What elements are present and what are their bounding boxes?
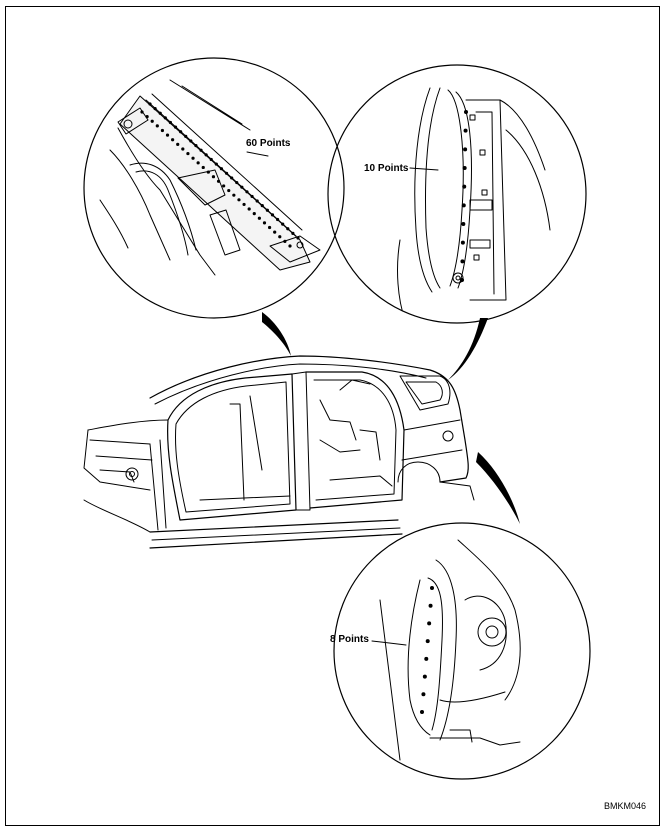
weld-point xyxy=(224,171,229,175)
weld-point xyxy=(227,188,231,193)
weld-point xyxy=(270,213,275,217)
weld-point xyxy=(255,199,259,203)
leader-wheel-arch xyxy=(371,640,407,646)
weld-point xyxy=(463,147,468,152)
weld-point xyxy=(150,119,154,123)
weld-point xyxy=(168,120,173,125)
weld-point xyxy=(171,138,175,142)
weld-point xyxy=(425,639,430,644)
weld-point xyxy=(262,221,267,225)
weld-point xyxy=(206,170,210,174)
weld-point xyxy=(165,133,170,137)
weld-point xyxy=(252,212,256,216)
weld-point xyxy=(179,130,183,134)
weld-point xyxy=(462,184,467,189)
weld-point xyxy=(219,167,224,171)
weld-point xyxy=(464,110,468,114)
weld-point xyxy=(278,235,282,239)
weld-point xyxy=(460,259,465,264)
weld-point xyxy=(209,157,213,162)
weld-point xyxy=(237,198,241,202)
detail-circle-roof xyxy=(83,57,345,319)
weld-point xyxy=(145,115,149,119)
weld-point xyxy=(163,116,167,120)
weld-point xyxy=(204,153,208,157)
weld-point xyxy=(235,180,239,185)
weld-point xyxy=(158,111,162,115)
weld-point xyxy=(160,128,165,133)
weld-point xyxy=(196,161,200,165)
weld-point xyxy=(427,621,432,626)
figure-code: BMKM046 xyxy=(604,801,647,811)
figure-frame xyxy=(5,6,660,826)
weld-point xyxy=(186,151,190,156)
weld-point xyxy=(247,207,251,211)
weld-point xyxy=(194,143,198,148)
weld-point xyxy=(211,175,216,179)
weld-point xyxy=(286,227,290,231)
weld-point xyxy=(148,102,152,106)
weld-point xyxy=(230,176,234,180)
leader-rear-pillar xyxy=(409,167,439,171)
pointer-roof xyxy=(262,312,291,356)
weld-point xyxy=(281,222,285,226)
weld-point xyxy=(240,185,244,189)
weld-point xyxy=(257,216,261,220)
weld-point xyxy=(250,194,254,199)
weld-point xyxy=(153,107,157,111)
weld-point xyxy=(461,203,466,208)
weld-point xyxy=(275,217,280,222)
pointer-wheel-arch xyxy=(476,452,520,524)
detail-circle-rear-pillar xyxy=(327,64,587,324)
weld-point xyxy=(424,656,429,661)
weld-point xyxy=(173,125,178,129)
detail-circle-wheel-arch xyxy=(333,522,591,780)
weld-point xyxy=(260,204,264,208)
callout-rear-pillar-points: 10 Points xyxy=(364,163,409,174)
weld-point xyxy=(421,692,426,697)
weld-point xyxy=(267,225,272,230)
weld-point xyxy=(273,230,277,234)
weld-point xyxy=(191,156,195,160)
weld-point xyxy=(232,193,236,197)
weld-point xyxy=(189,139,193,143)
weld-point xyxy=(460,278,464,282)
weld-point xyxy=(461,222,466,226)
weld-point xyxy=(422,674,427,679)
weld-point xyxy=(288,244,292,248)
weld-point xyxy=(265,208,269,212)
weld-point xyxy=(462,166,467,170)
weld-point xyxy=(291,231,295,235)
weld-point xyxy=(184,134,188,138)
weld-point xyxy=(283,239,287,243)
weld-point xyxy=(460,240,465,245)
weld-point xyxy=(245,190,249,194)
weld-point xyxy=(199,148,203,152)
callout-wheel-arch-points: 8 Points xyxy=(330,634,369,645)
vehicle-body-side xyxy=(83,355,475,549)
weld-point xyxy=(155,124,159,128)
weld-point xyxy=(214,162,218,166)
weld-point xyxy=(181,147,185,151)
weld-point xyxy=(296,236,300,240)
weld-point xyxy=(430,586,434,590)
pointer-rear-pillar xyxy=(448,318,488,380)
weld-point xyxy=(140,110,144,114)
weld-point xyxy=(242,202,246,207)
callout-roof-points: 60 Points xyxy=(246,138,291,149)
weld-point xyxy=(420,710,424,714)
weld-point xyxy=(428,603,433,608)
weld-point xyxy=(222,184,226,188)
weld-point xyxy=(216,179,221,183)
weld-point xyxy=(463,128,468,133)
leader-roof xyxy=(246,151,269,157)
weld-point xyxy=(201,165,205,170)
weld-point xyxy=(176,142,180,146)
